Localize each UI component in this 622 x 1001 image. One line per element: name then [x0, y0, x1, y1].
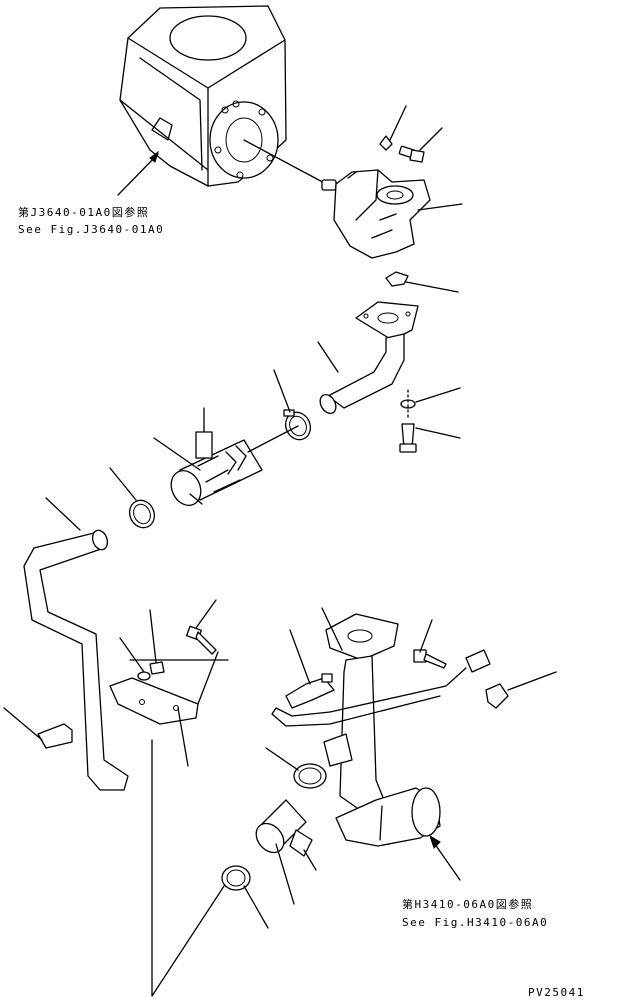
housing	[119, 5, 287, 187]
valve-body	[321, 169, 431, 259]
hose-clamp-4	[221, 865, 269, 929]
hose-clamp-2	[109, 467, 156, 529]
reference-en-bottom: See Fig.H3410-06A0	[402, 916, 548, 929]
bolt-right	[399, 389, 461, 453]
bolt-mid	[186, 599, 217, 655]
elbow-pipe	[317, 301, 419, 414]
clip-left	[3, 707, 73, 749]
bolt-top	[398, 127, 443, 163]
reference-en-top: See Fig.J3640-01A0	[18, 223, 164, 236]
hose-clamp-3	[265, 747, 327, 789]
clip-top	[379, 105, 407, 151]
hose-joint	[255, 799, 317, 905]
reference-jp-top: 第J3640-01A0図参照	[18, 205, 149, 219]
bolt-lower-right	[413, 619, 447, 669]
leader-bottom-left	[151, 739, 229, 997]
bracket	[109, 651, 219, 767]
lower-hose	[323, 733, 461, 881]
lower-flange	[321, 607, 399, 811]
shaft-line	[243, 139, 331, 187]
hose-protector	[153, 407, 299, 507]
hose-clamp-1	[273, 369, 312, 441]
washer-nut	[119, 609, 165, 681]
drawing-number: PV25041	[528, 986, 585, 999]
long-pipe	[23, 497, 129, 791]
wire-harness	[271, 649, 557, 727]
ref-leader-top	[117, 150, 159, 196]
washer-right	[400, 387, 461, 409]
leader-valve	[417, 203, 463, 211]
gasket	[385, 271, 459, 293]
sensor	[285, 629, 335, 709]
reference-jp-bottom: 第H3410-06A0図参照	[402, 897, 533, 911]
